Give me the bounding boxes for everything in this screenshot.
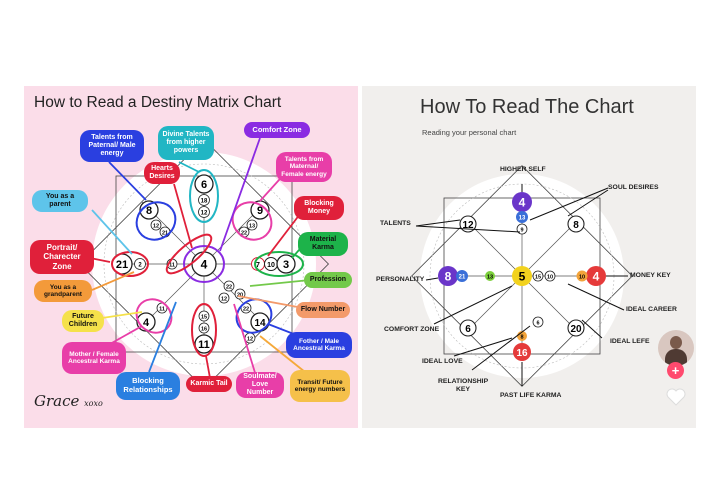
right-num-right-inner: 10	[579, 275, 585, 281]
left-num-mid-a: 22	[226, 285, 232, 291]
left-num-left-inner2: 11	[169, 263, 175, 269]
left-num-br: 14	[254, 318, 266, 329]
left-highlight-father	[235, 298, 273, 334]
left-num-bottom-inner2: 16	[201, 327, 207, 333]
label-ideal-career: IDEAL CAREER	[626, 306, 677, 313]
callout-future-children: Future Children	[62, 310, 104, 332]
right-num-center: 5	[519, 270, 526, 284]
right-num-inner-b: 10	[547, 275, 553, 281]
label-personality: PERSONALITY	[376, 276, 425, 283]
callout-flow-number: Flow Number	[296, 302, 350, 318]
left-num-tr: 9	[257, 205, 263, 217]
left-num-bottom: 11	[198, 339, 210, 351]
left-num-right-c: 3	[283, 259, 289, 271]
left-highlight-mother	[135, 298, 173, 334]
how-to-read-chart-right: How To Read The Chart Reading your perso…	[362, 86, 696, 428]
destiny-matrix-infographic-left: How to Read a Destiny Matrix Chart 6 18 …	[24, 86, 358, 428]
left-num-bottom-inner1: 15	[201, 315, 207, 321]
callout-grandparent: You as a grandparent	[34, 280, 92, 302]
label-higher-self: HIGHER SELF	[500, 166, 546, 173]
callout-karmic-tail: Karmic Tail	[186, 376, 232, 392]
label-relationship-key: RELATIONSHIP KEY	[438, 378, 489, 393]
label-ideal-love: IDEAL LOVE	[422, 358, 463, 365]
right-num-br: 20	[570, 324, 582, 335]
label-soul-desires: SOUL DESIRES	[608, 184, 659, 191]
left-num-tl-inner2: 21	[162, 231, 168, 237]
label-ideal-life: IDEAL LEFE	[610, 338, 650, 345]
right-num-tr: 8	[573, 220, 579, 231]
right-num-bottom-inner: 8	[520, 335, 523, 341]
callout-mother-ancestral: Mother / Female Ancestral Karma	[62, 342, 126, 374]
left-num-tl-inner1: 12	[153, 224, 159, 230]
callout-profession: Profession	[304, 272, 352, 288]
callout-transit: Transit/ Future energy numbers	[290, 370, 350, 402]
left-num-tl: 8	[146, 205, 152, 217]
right-num-top-inner: 13	[519, 216, 526, 222]
left-num-right-b: 10	[267, 262, 275, 269]
label-comfort-zone: COMFORT ZONE	[384, 326, 440, 333]
right-panel-subtitle: Reading your personal chart	[422, 128, 517, 137]
left-highlight-material	[254, 251, 304, 277]
callout-blocking-relationships: Blocking Relationships	[116, 372, 180, 400]
follow-plus-icon[interactable]: +	[667, 362, 684, 379]
right-num-bl: 6	[465, 324, 471, 335]
right-num-top-inner2: 9	[520, 228, 523, 234]
left-num-br-inner2: 12	[247, 337, 253, 343]
callout-talents-maternal: Talents from Maternal/ Female energy	[276, 152, 332, 182]
left-matrix-diagram: 6 18 12 8 12 21 9 13 22 21 2 11	[78, 137, 330, 390]
signature: Grace xoxo	[34, 392, 103, 410]
right-num-inner-c: 13	[487, 275, 493, 281]
left-num-bl-inner: 11	[159, 307, 165, 313]
left-highlight-hearts	[165, 233, 213, 275]
left-highlight-karmic	[191, 303, 217, 357]
callout-divine-talents: Divine Talents from higher powers	[158, 126, 214, 160]
callout-portrait: Portrait/ Charecter Zone	[30, 240, 94, 274]
creator-avatar[interactable]	[658, 330, 694, 366]
like-heart-icon[interactable]	[666, 388, 686, 406]
left-num-tr-inner2: 22	[241, 231, 247, 237]
label-money-key: MONEY KEY	[630, 272, 671, 279]
left-num-left: 21	[116, 259, 128, 271]
left-highlight-center	[183, 245, 225, 283]
left-num-top: 6	[201, 179, 207, 191]
label-past-life-karma: PAST LIFE KARMA	[500, 392, 562, 399]
callout-hearts-desires: Hearts Desires	[144, 162, 180, 184]
left-num-top-inner2: 12	[201, 211, 208, 217]
left-num-left-inner: 2	[138, 263, 142, 269]
right-num-tl: 12	[462, 220, 474, 231]
callout-soulmate: Soulmate/ Love Number	[236, 372, 284, 398]
right-num-bottom: 16	[516, 348, 528, 359]
callout-comfort-zone: Comfort Zone	[244, 122, 310, 138]
right-num-inner-a: 15	[535, 275, 541, 281]
callout-you-as-parent: You as a parent	[32, 190, 88, 212]
left-num-center: 4	[201, 258, 208, 272]
label-talents: TALENTS	[380, 220, 411, 227]
right-num-inner-d: 6	[536, 321, 539, 327]
callout-blocking-money: Blocking Money	[294, 196, 344, 220]
right-matrix-diagram: 4 13 9 12 8 8 21 5 4 10 6 20 16	[411, 165, 633, 387]
left-num-top-inner1: 18	[201, 199, 208, 205]
callout-talents-paternal: Talents from Paternal/ Male energy	[80, 130, 144, 162]
left-num-mid-c: 12	[221, 297, 227, 303]
left-num-bl: 4	[143, 317, 150, 329]
left-highlight-divine	[189, 169, 219, 223]
left-panel-title: How to Read a Destiny Matrix Chart	[34, 94, 282, 111]
right-panel-title: How To Read The Chart	[420, 96, 634, 118]
left-highlight-paternal	[135, 201, 177, 241]
right-num-left-inner: 21	[459, 275, 466, 281]
left-num-tr-inner1: 13	[249, 224, 255, 230]
right-num-left: 8	[445, 270, 452, 284]
right-num-right: 4	[593, 270, 600, 284]
callout-father-ancestral: Fother / Male Ancestral Karma	[286, 332, 352, 358]
left-num-br-inner: 22	[243, 307, 249, 313]
callout-material-karma: Material Karma	[298, 232, 348, 256]
right-num-top: 4	[519, 196, 526, 210]
left-num-right-a: 7	[256, 262, 260, 269]
